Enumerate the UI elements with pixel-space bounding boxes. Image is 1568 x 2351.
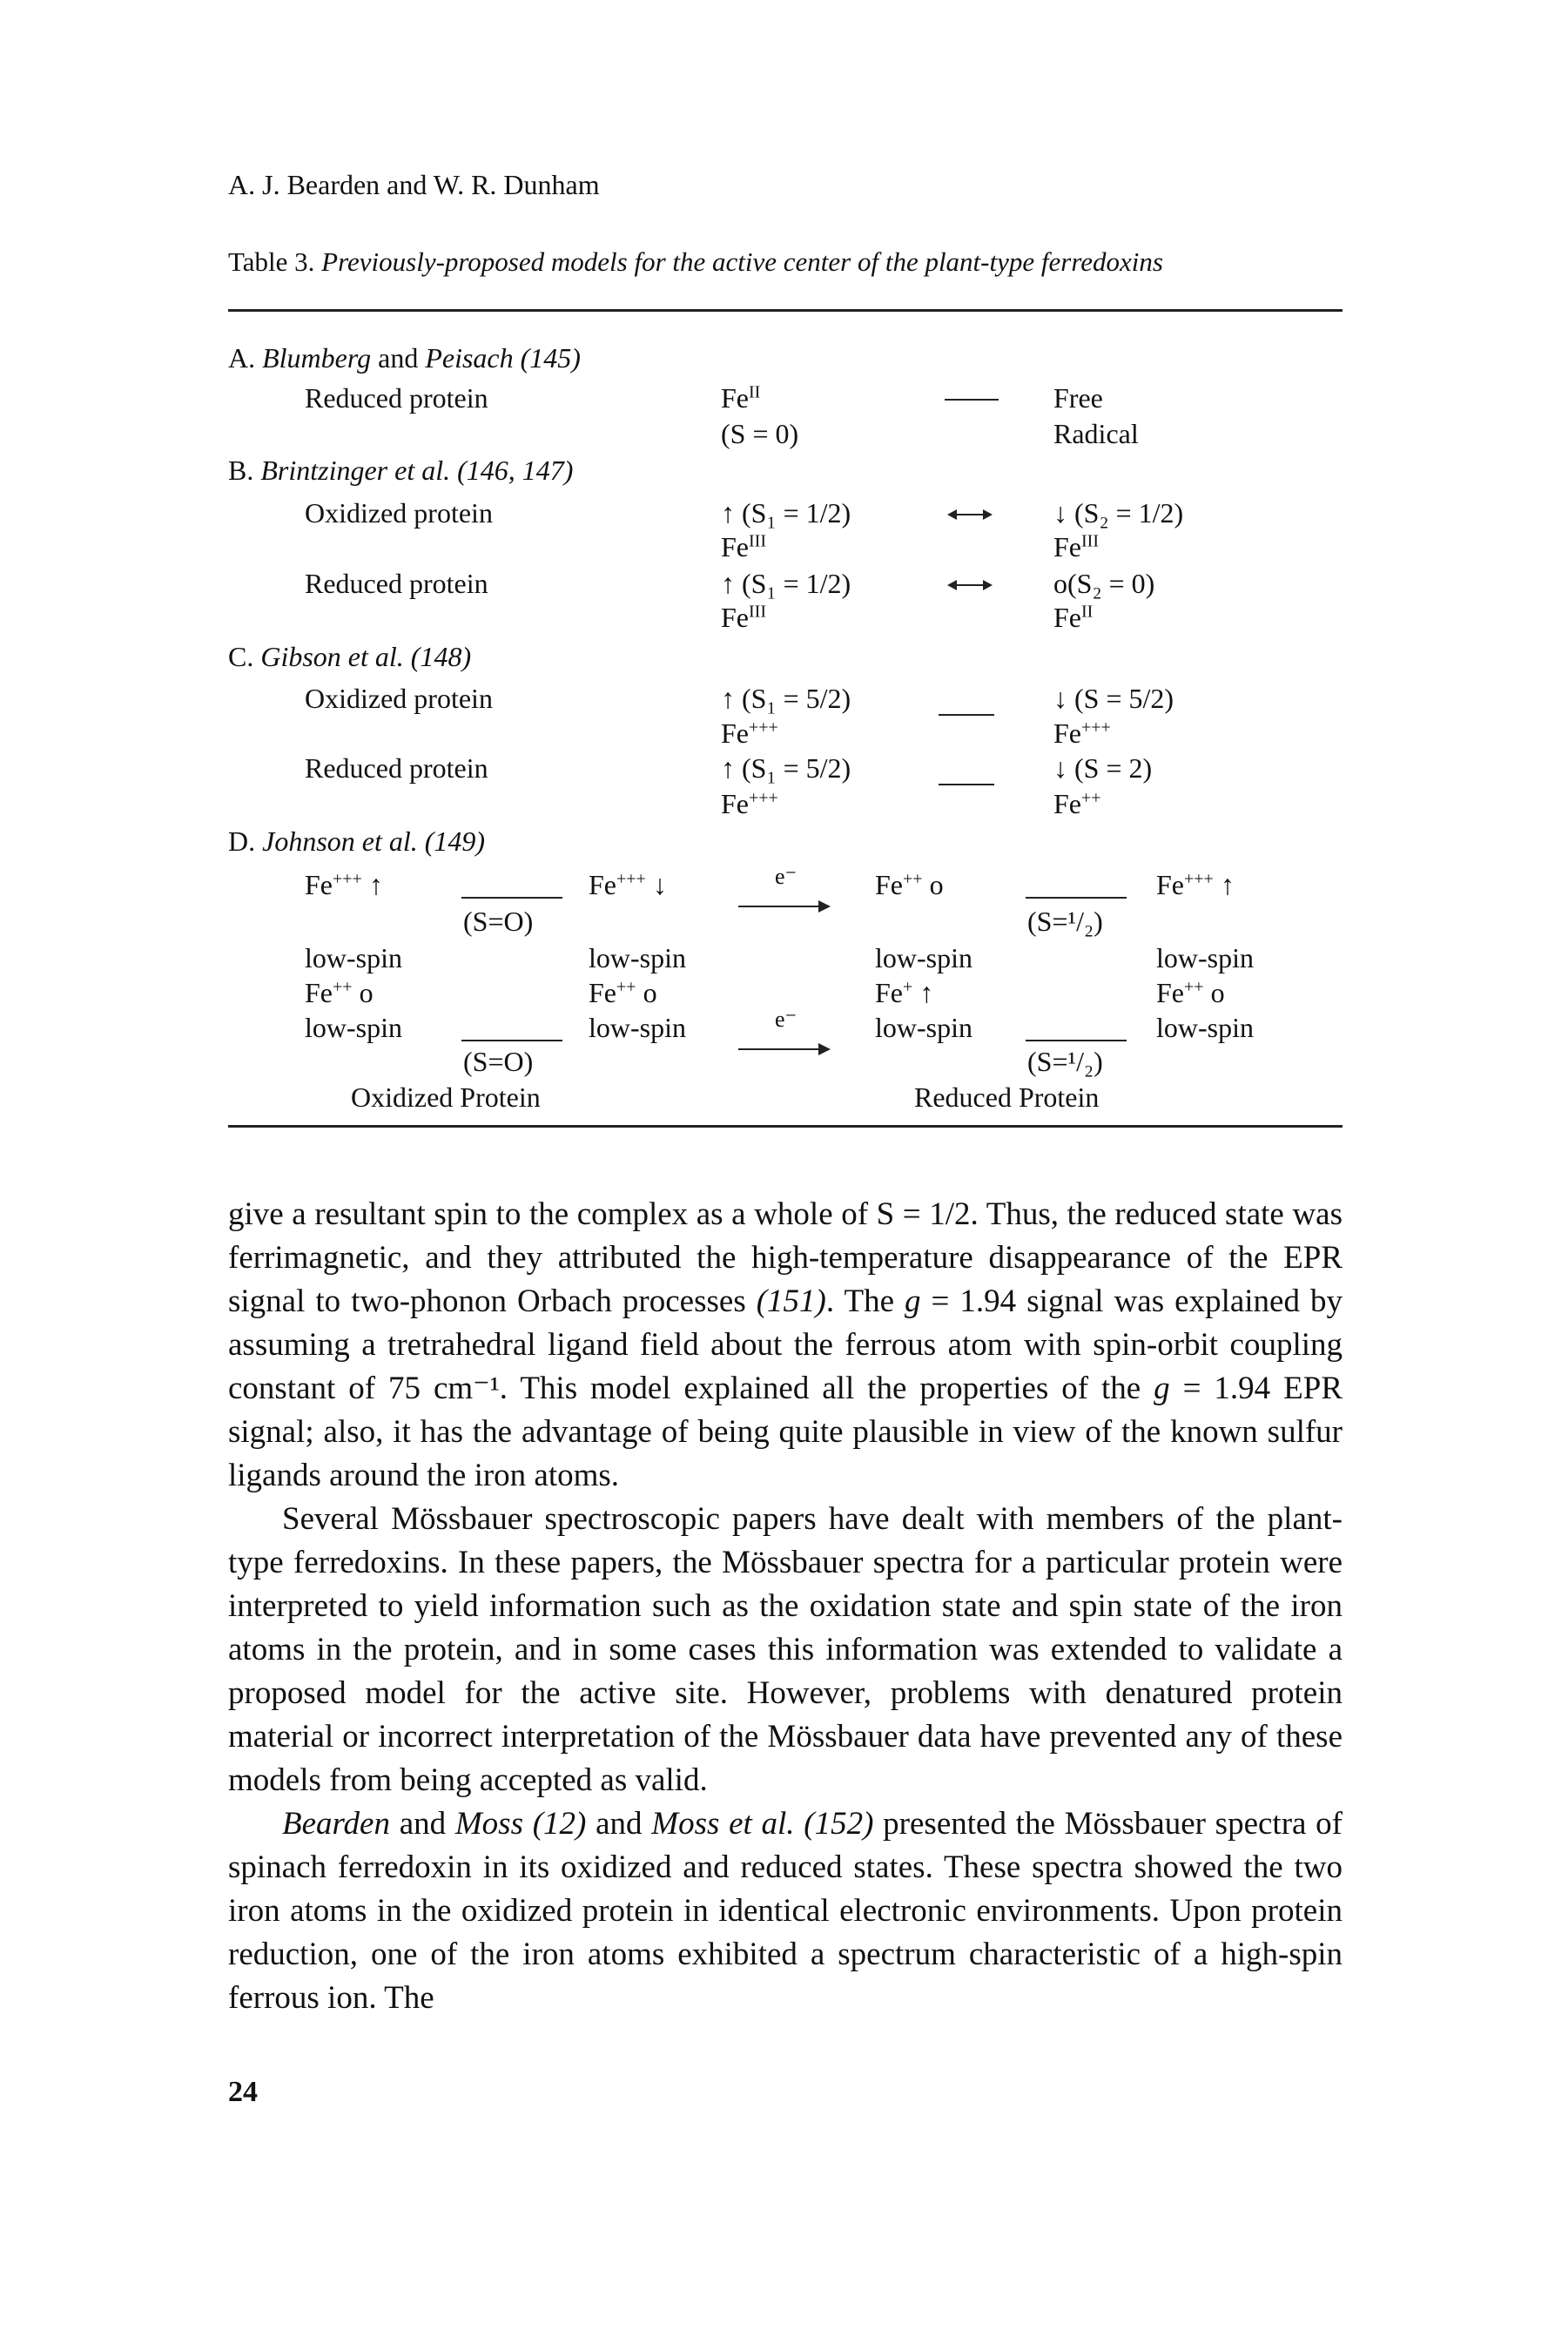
ox-caption: Oxidized Protein xyxy=(351,1081,541,1113)
red-top-bond xyxy=(1026,897,1127,899)
right-config: o(S₂ = 0) xyxy=(1053,568,1155,599)
ox-bottom-bond xyxy=(461,1040,562,1041)
red-state-bl: low-spin xyxy=(875,1012,972,1043)
left-spin: (S = 0) xyxy=(721,418,799,449)
reduction-arrow-top xyxy=(738,900,831,913)
paragraph: Bearden and Moss (12) and Moss et al. (1… xyxy=(228,1806,1343,2016)
ox-state-bl: low-spin xyxy=(305,1012,402,1043)
bond-dash xyxy=(939,784,994,785)
ox-state-tl: low-spin xyxy=(305,942,402,973)
ox-top-spin: (S=O) xyxy=(463,906,534,937)
left-ion: Fe+++ xyxy=(721,717,778,749)
body-text: give a resultant spin to the complex as … xyxy=(228,1193,1343,2020)
left-config: ↑ (S₁ = 1/2) xyxy=(721,568,851,599)
left-config: ↑ (S₁ = 5/2) xyxy=(721,752,851,784)
red-fe-top-right: Fe+++ ↑ xyxy=(1156,869,1235,900)
left-ion: Fe+++ xyxy=(721,788,778,819)
paragraph: Several Mössbauer spectroscopic papers h… xyxy=(228,1501,1343,1798)
red-fe-bottom-right: Fe++ o xyxy=(1156,977,1225,1008)
running-header: A. J. Bearden and W. R. Dunham xyxy=(228,169,600,200)
ox-bottom-spin: (S=O) xyxy=(463,1046,534,1077)
section-a-heading: A. Blumberg and Peisach (145) xyxy=(228,342,581,374)
left-config: FeII xyxy=(721,382,761,414)
red-fe-bottom-left: Fe+ ↑ xyxy=(875,977,934,1008)
left-config: ↑ (S₁ = 5/2) xyxy=(721,683,851,714)
right-spin: Radical xyxy=(1053,418,1139,449)
table-caption: Table 3. Previously-proposed models for … xyxy=(228,246,1163,278)
red-bottom-bond xyxy=(1026,1040,1127,1041)
paragraph: give a resultant spin to the complex as … xyxy=(228,1196,1343,1493)
section-b-heading: B. Brintzinger et al. (146, 147) xyxy=(228,455,574,486)
right-ion: Fe++ xyxy=(1053,788,1101,819)
right-ion: FeIII xyxy=(1053,531,1099,562)
left-ion: FeIII xyxy=(721,531,766,562)
row-label: Reduced protein xyxy=(305,568,488,599)
right-config: Free xyxy=(1053,382,1103,414)
red-bottom-spin: (S=¹/₂) xyxy=(1027,1046,1103,1077)
page-number: 24 xyxy=(228,2076,258,2108)
ox-state-tr: low-spin xyxy=(589,942,686,973)
right-ion: Fe+++ xyxy=(1053,717,1111,749)
row-label: Reduced protein xyxy=(305,382,488,414)
row-label: Oxidized protein xyxy=(305,497,493,529)
section-d-heading: D. Johnson et al. (149) xyxy=(228,825,486,857)
resonance-arrow xyxy=(947,509,993,520)
ox-fe-bottom-left: Fe++ o xyxy=(305,977,373,1008)
red-fe-top-left: Fe++ o xyxy=(875,869,944,900)
left-ion: FeIII xyxy=(721,602,766,633)
table-bottom-rule xyxy=(228,1125,1343,1128)
electron-label-top: e⁻ xyxy=(775,864,797,889)
ox-fe-top-left: Fe+++ ↑ xyxy=(305,869,383,900)
red-caption: Reduced Protein xyxy=(914,1081,1100,1113)
table-top-rule xyxy=(228,309,1343,312)
right-config: ↓ (S = 2) xyxy=(1053,752,1153,784)
red-state-tl: low-spin xyxy=(875,942,972,973)
red-state-br: low-spin xyxy=(1156,1012,1254,1043)
bond-dash xyxy=(939,714,994,716)
bond-dash xyxy=(945,399,999,401)
left-config: ↑ (S₁ = 1/2) xyxy=(721,497,851,529)
electron-label-bottom: e⁻ xyxy=(775,1007,797,1032)
table-label: Table 3. xyxy=(228,246,315,277)
ox-state-br: low-spin xyxy=(589,1012,686,1043)
reduction-arrow-bottom xyxy=(738,1043,831,1055)
row-label: Oxidized protein xyxy=(305,683,493,714)
ox-top-bond xyxy=(461,897,562,899)
resonance-arrow xyxy=(947,580,993,590)
section-c-heading: C. Gibson et al. (148) xyxy=(228,641,472,672)
table-title: Previously-proposed models for the activ… xyxy=(321,246,1163,277)
row-label: Reduced protein xyxy=(305,752,488,784)
right-config: ↓ (S₂ = 1/2) xyxy=(1053,497,1184,529)
right-ion: FeII xyxy=(1053,602,1094,633)
ox-fe-bottom-right: Fe++ o xyxy=(589,977,657,1008)
red-state-tr: low-spin xyxy=(1156,942,1254,973)
ox-fe-top-right: Fe+++ ↓ xyxy=(589,869,667,900)
right-config: ↓ (S = 5/2) xyxy=(1053,683,1174,714)
red-top-spin: (S=¹/₂) xyxy=(1027,906,1103,937)
